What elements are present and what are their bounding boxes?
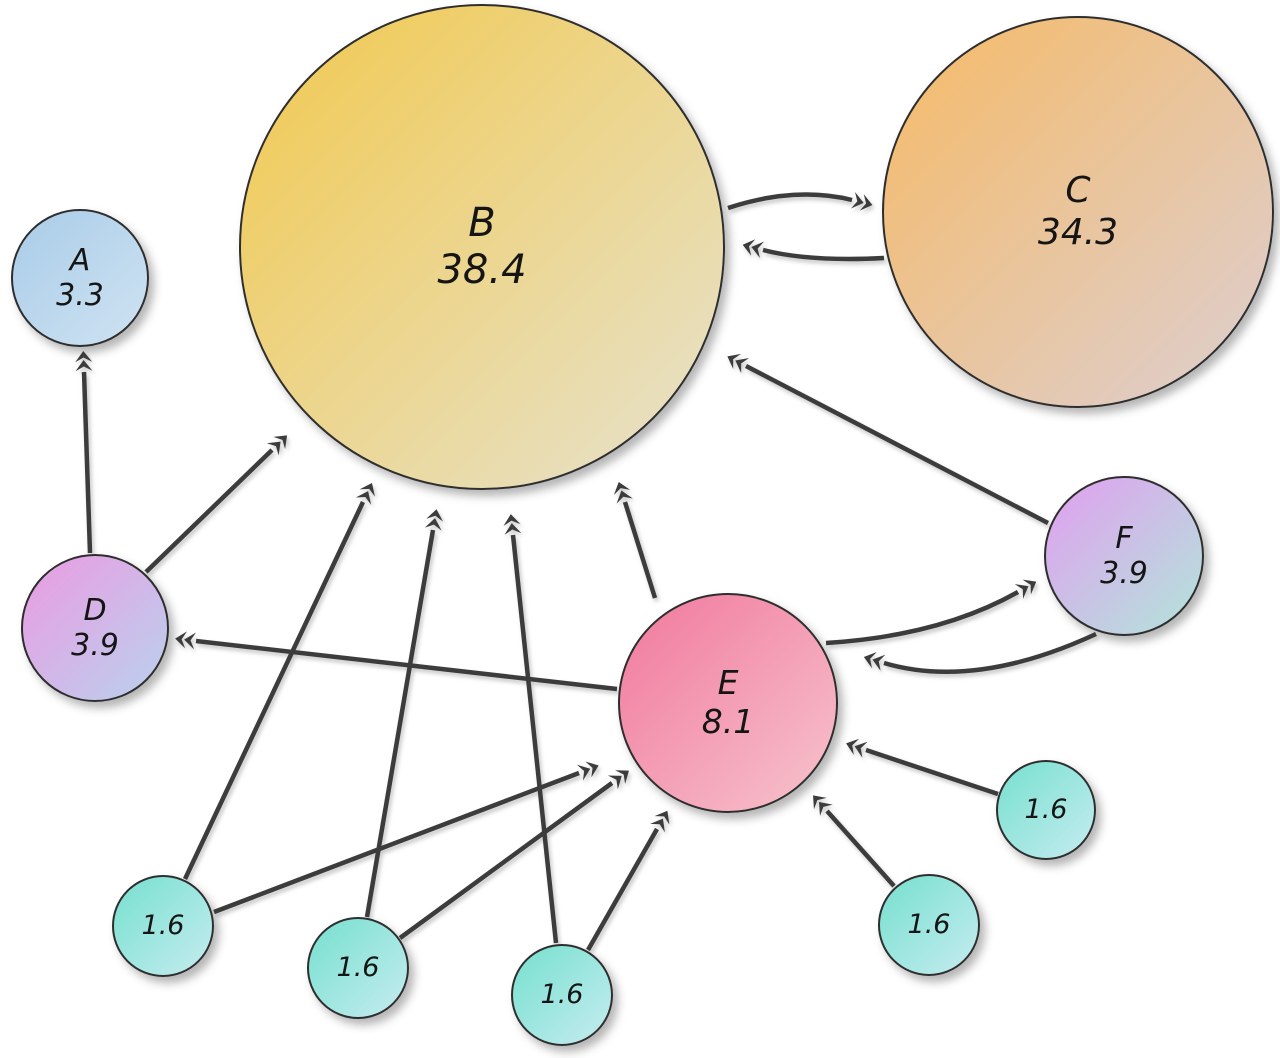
edge-e-to-d [175,631,618,692]
edge-f-to-e [863,631,1097,675]
node-g: 1.6 [112,875,214,977]
edge-h-to-b [364,509,444,918]
edge-f-to-b [727,353,1050,525]
edge-h-to-e [398,770,629,940]
edge-d-to-a [75,351,93,554]
node-d-value: 3.9 [71,628,119,663]
edge-e-to-b [613,481,658,599]
node-k-value: 1.6 [1024,794,1068,826]
node-k: 1.6 [996,760,1096,860]
node-e-value: 8.1 [701,702,755,741]
edge-i-to-b [503,514,559,944]
node-i: 1.6 [511,944,613,1046]
edge-k-to-e [846,738,999,797]
edge-c-to-b [742,239,885,262]
node-e-label: E [717,663,739,703]
edge-g-to-b [182,483,375,880]
node-j-value: 1.6 [907,909,951,941]
edge-b-to-c [727,191,873,211]
node-c-label: C [1065,169,1091,211]
node-f-label: F [1115,520,1133,556]
node-c-value: 34.3 [1037,212,1119,253]
node-b-label: B [468,199,496,246]
node-f-value: 3.9 [1100,556,1148,591]
edge-j-to-e [813,795,896,888]
node-h-value: 1.6 [336,952,380,984]
node-h: 1.6 [307,917,409,1019]
edge-g-to-e [213,761,599,915]
node-a-label: A [69,242,91,278]
node-d-label: D [83,592,107,628]
edge-d-to-b [144,435,288,574]
edge-e-to-f [825,579,1037,646]
node-i-value: 1.6 [540,979,584,1011]
node-a-value: 3.3 [56,278,104,313]
node-b-value: 38.4 [437,247,527,293]
node-j: 1.6 [878,874,980,976]
edge-i-to-e [586,810,670,952]
node-g-value: 1.6 [141,910,185,942]
